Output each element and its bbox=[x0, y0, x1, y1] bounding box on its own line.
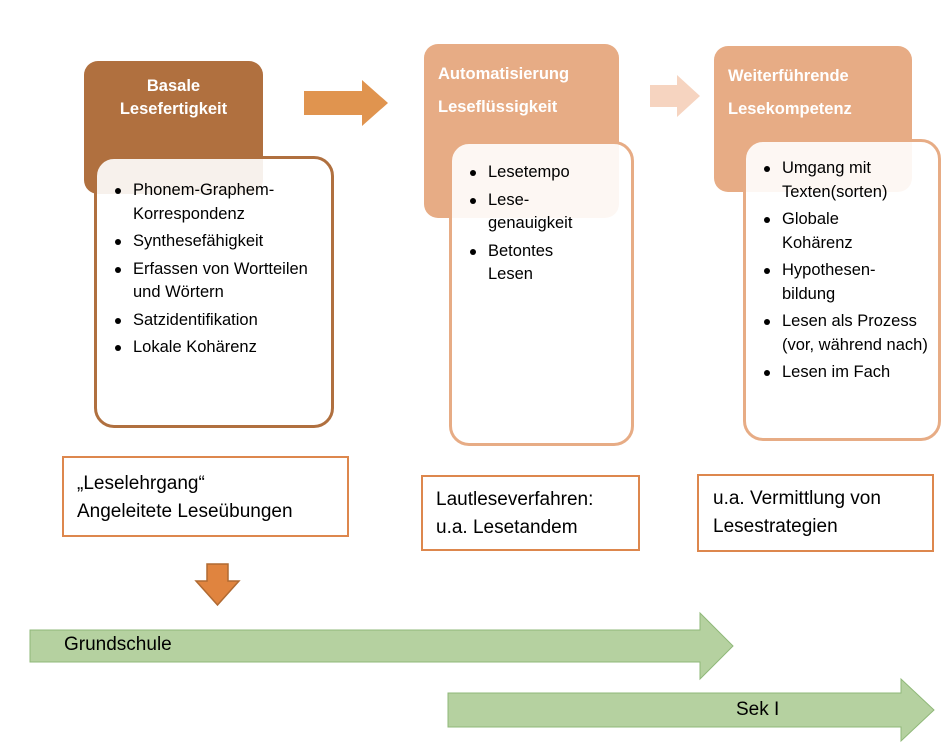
list-item: Umgang mit Texten(sorten) bbox=[762, 157, 932, 204]
method-box-basal: „Leselehrgang“ Angeleitete Leseübungen bbox=[62, 456, 349, 537]
list-item: Lesen im Fach bbox=[762, 361, 932, 385]
stage-basal-skills-card: Phonem-Graphem-Korrespondenz Synthesefäh… bbox=[94, 156, 334, 428]
list-item: Hypothesen-bildung bbox=[762, 259, 902, 306]
bullet-icon bbox=[115, 266, 121, 273]
level-label-sek1: Sek I bbox=[736, 699, 780, 720]
method-box-advanced: u.a. Vermittlung von Lesestrategien bbox=[697, 474, 934, 552]
list-item: Lesetempo bbox=[468, 161, 618, 185]
list-item: Erfassen von Wortteilen und Wörtern bbox=[113, 258, 331, 305]
stage-advanced-skills-card: Umgang mit Texten(sorten) Globale Kohäre… bbox=[743, 139, 941, 441]
bullet-icon bbox=[115, 317, 121, 324]
list-item: Satzidentifikation bbox=[113, 309, 331, 333]
stage-title-line: Weiterführende bbox=[728, 67, 849, 85]
list-item: Globale Kohärenz bbox=[762, 208, 882, 255]
list-item: Lesen als Prozess (vor, während nach) bbox=[762, 310, 932, 357]
bullet-icon bbox=[115, 239, 121, 245]
stage-title-line: Lesekompetenz bbox=[728, 100, 852, 118]
bullet-icon bbox=[764, 166, 770, 172]
sek1-arrow bbox=[447, 677, 935, 743]
bullet-icon bbox=[764, 217, 770, 223]
stage-title-line: Basale bbox=[146, 77, 201, 95]
list-item: Lokale Kohärenz bbox=[113, 336, 331, 360]
list-item: Lese-genauigkeit bbox=[468, 189, 598, 236]
stage-title-line: Lesefertigkeit bbox=[119, 100, 228, 118]
list-item: Phonem-Graphem-Korrespondenz bbox=[113, 179, 331, 226]
bullet-icon bbox=[470, 197, 476, 204]
stage-automation-skills-card: Lesetempo Lese-genauigkeit Betontes Lese… bbox=[449, 141, 634, 446]
bullet-icon bbox=[764, 268, 770, 274]
bullet-icon bbox=[115, 188, 121, 194]
level-label-grundschule: Grundschule bbox=[64, 634, 172, 655]
stage-title-line: Automatisierung bbox=[438, 65, 570, 83]
grundschule-arrow bbox=[29, 611, 734, 681]
list-item: Betontes Lesen bbox=[468, 240, 598, 287]
bullet-icon bbox=[470, 248, 476, 255]
bullet-icon bbox=[115, 345, 121, 351]
arrow-right-light-icon bbox=[650, 75, 700, 117]
bullet-icon bbox=[764, 319, 770, 325]
method-box-automation: Lautleseverfahren: u.a. Lesetandem bbox=[421, 475, 640, 551]
list-item: Synthesefähigkeit bbox=[113, 230, 331, 254]
stage-title-line: Leseflüssigkeit bbox=[438, 98, 558, 116]
bullet-icon bbox=[764, 370, 770, 376]
bullet-icon bbox=[470, 170, 476, 176]
arrow-down-icon bbox=[194, 563, 241, 607]
arrow-right-icon bbox=[304, 80, 388, 126]
